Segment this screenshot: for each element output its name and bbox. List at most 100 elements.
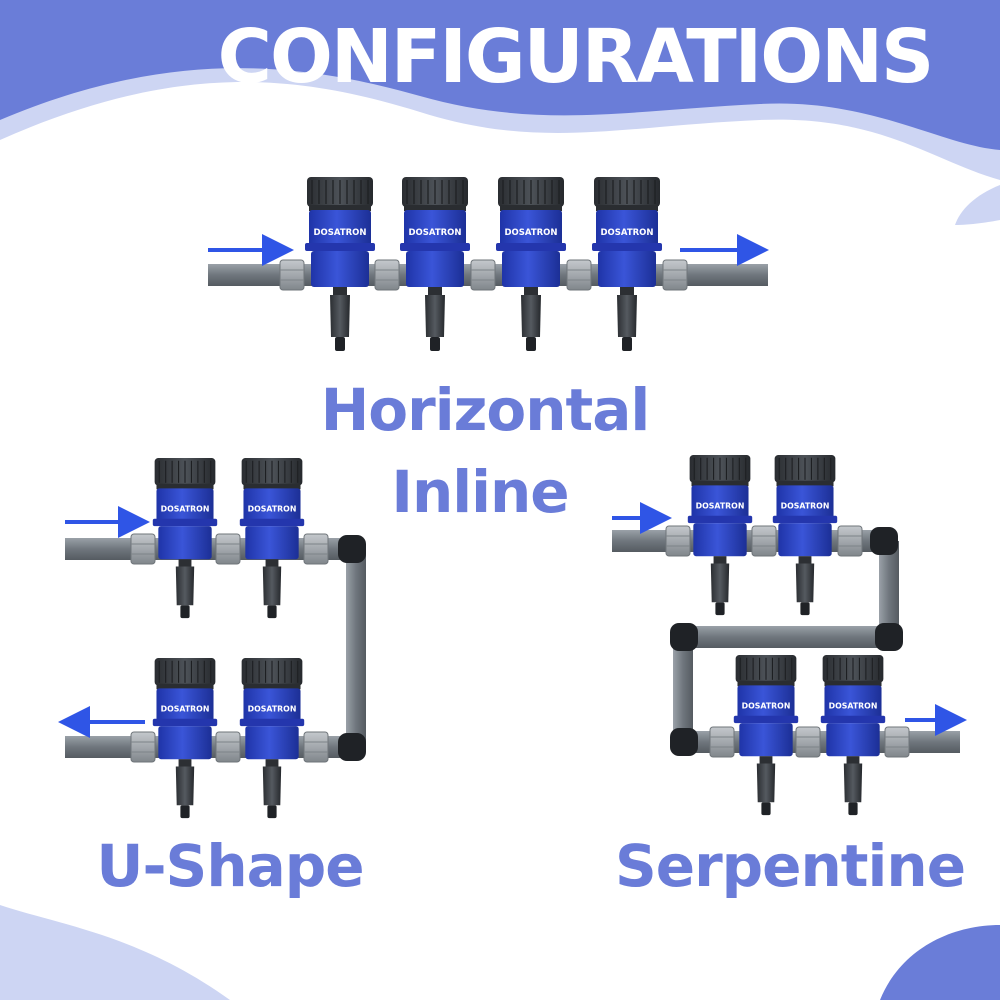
injector-tip [761, 802, 771, 816]
brand-label: DOSATRON [504, 228, 557, 238]
unit-base [598, 251, 656, 287]
dosatron-unit: DOSATRON [152, 458, 218, 619]
dosatron-unit: DOSATRON [687, 455, 753, 616]
elbow-fitting [338, 535, 366, 563]
brand-label: DOSATRON [742, 701, 791, 710]
pipe-fitting [751, 525, 777, 557]
injector-body [262, 566, 282, 606]
injector-tip [430, 337, 440, 351]
injector [265, 759, 279, 767]
unit-body [156, 488, 214, 526]
injector [178, 759, 192, 767]
unit-base [245, 526, 299, 560]
pipe-fitting [130, 533, 156, 565]
u-shape-diagram: DOSATRON DOSATRON DOSATRON DOSATRON [58, 458, 366, 819]
injector-tip [526, 337, 536, 351]
injector [713, 556, 727, 564]
pipe-fitting [215, 533, 241, 565]
injector-tip [715, 602, 725, 616]
pipe-fitting [279, 259, 305, 291]
brand-label: DOSATRON [829, 701, 878, 710]
injector-body [521, 295, 541, 337]
horizontal-inline-diagram: DOSATRON DOSATRON DOSATRON DOSATRON [208, 177, 769, 351]
page-title: CONFIGURATIONS [217, 14, 935, 100]
pipe-fitting [566, 259, 592, 291]
brand-label: DOSATRON [600, 228, 653, 238]
injector-body [756, 763, 776, 803]
unit-base [502, 251, 560, 287]
injector-body [262, 766, 282, 806]
label-horizontal-inline-line2: Inline [391, 458, 569, 526]
unit-base [406, 251, 464, 287]
injector [428, 287, 442, 295]
unit-body [243, 688, 301, 726]
injector-body [795, 563, 815, 603]
unit-base [826, 723, 880, 757]
elbow-fitting [670, 623, 698, 651]
pipe [673, 637, 693, 742]
dosatron-unit: DOSATRON [305, 177, 375, 351]
dosatron-unit: DOSATRON [400, 177, 470, 351]
injector-body [175, 766, 195, 806]
injector-tip [267, 605, 277, 619]
injector-body [425, 295, 445, 337]
unit-body [309, 210, 371, 250]
pipe-fitting [374, 259, 400, 291]
dosatron-unit: DOSATRON [239, 658, 305, 819]
unit-body [404, 210, 466, 250]
dosatron-unit: DOSATRON [239, 458, 305, 619]
unit-body [156, 688, 214, 726]
injector-body [330, 295, 350, 337]
banner-wave [0, 0, 1000, 150]
brand-label: DOSATRON [161, 704, 210, 713]
pipe-fitting [215, 731, 241, 763]
injector-tip [622, 337, 632, 351]
pipe-fitting [130, 731, 156, 763]
brand-label: DOSATRON [408, 228, 461, 238]
unit-base [158, 726, 212, 760]
label-u-shape: U-Shape [96, 832, 364, 900]
pipe-fitting [470, 259, 496, 291]
pipe-fitting [837, 525, 863, 557]
injector [846, 756, 860, 764]
unit-body [500, 210, 562, 250]
dosatron-unit: DOSATRON [820, 655, 886, 816]
label-horizontal-inline-line1: Horizontal [320, 376, 651, 444]
injector-tip [180, 805, 190, 819]
injector-tip [180, 605, 190, 619]
elbow-fitting [875, 623, 903, 651]
injector [178, 559, 192, 567]
unit-body [691, 485, 749, 523]
pipe-fitting [884, 726, 910, 758]
injector [265, 559, 279, 567]
brand-label: DOSATRON [248, 704, 297, 713]
injector-body [617, 295, 637, 337]
dosatron-unit: DOSATRON [496, 177, 566, 351]
serpentine-diagram: DOSATRON DOSATRON DOSATRON DOSATRON [612, 455, 967, 816]
injector-tip [848, 802, 858, 816]
unit-base [245, 726, 299, 760]
pipe-fitting [303, 731, 329, 763]
corner-wave-bottom-left [0, 905, 230, 1000]
elbow-fitting [870, 527, 898, 555]
unit-body [596, 210, 658, 250]
dosatron-unit: DOSATRON [592, 177, 662, 351]
injector-body [175, 566, 195, 606]
brand-label: DOSATRON [161, 504, 210, 513]
brand-label: DOSATRON [781, 501, 830, 510]
pipe-fitting [303, 533, 329, 565]
injector [759, 756, 773, 764]
pipe [346, 549, 366, 747]
injector-tip [335, 337, 345, 351]
pipe-fitting [709, 726, 735, 758]
brand-label: DOSATRON [696, 501, 745, 510]
pipe [680, 626, 890, 648]
injector [333, 287, 347, 295]
pipe-fitting [795, 726, 821, 758]
corner-wave-bottom-right [880, 925, 1000, 1000]
pipe-fitting [662, 259, 688, 291]
dosatron-unit: DOSATRON [733, 655, 799, 816]
injector-tip [267, 805, 277, 819]
dosatron-unit: DOSATRON [772, 455, 838, 616]
